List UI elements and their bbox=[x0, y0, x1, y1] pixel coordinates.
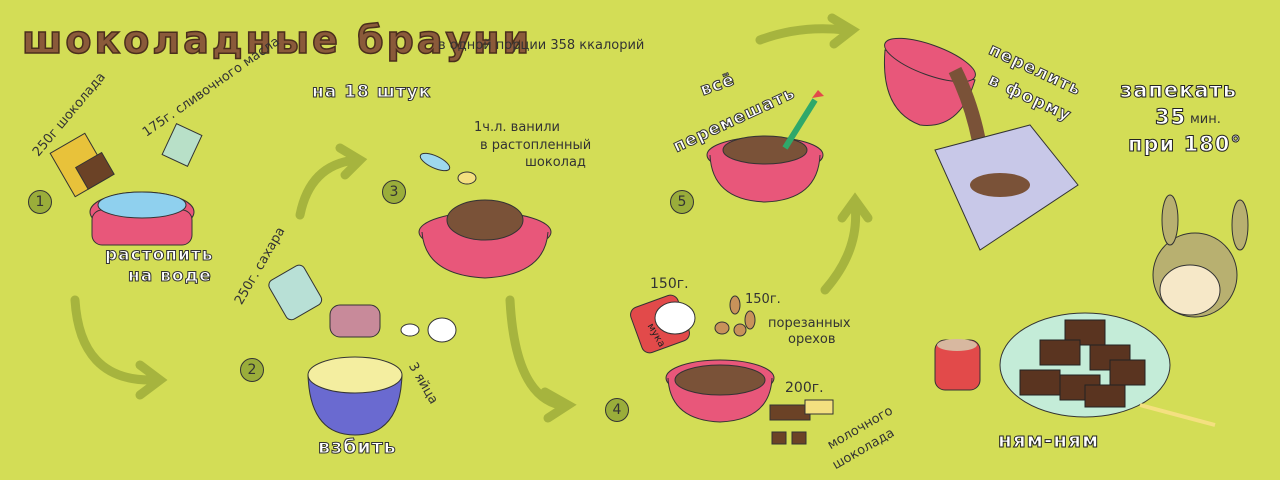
spoon-icon bbox=[419, 152, 477, 185]
arrow-1-2 bbox=[70, 295, 155, 385]
action-whisk: взбить bbox=[318, 436, 397, 459]
step-number-3: 3 bbox=[382, 180, 406, 204]
action-melt-water: на воде bbox=[128, 266, 212, 287]
butter-icon bbox=[161, 123, 203, 167]
milk-chocolate-amount: 200г. bbox=[785, 380, 824, 396]
arrow-3-4 bbox=[505, 295, 565, 410]
bake-unit: мин. bbox=[1190, 112, 1221, 127]
pouring-cup-icon bbox=[883, 37, 976, 126]
page-title: шоколадные брауни bbox=[21, 17, 533, 63]
mixer-icon bbox=[329, 304, 381, 338]
step-number-4: 4 bbox=[605, 398, 629, 422]
vanilla-line-1: 1ч.л. ванили bbox=[474, 120, 560, 135]
whisk-icon bbox=[782, 90, 824, 150]
nuts-icon bbox=[714, 295, 756, 337]
chocolate-bar-icon bbox=[49, 132, 115, 198]
sugar-bag-icon bbox=[268, 264, 323, 321]
finale-text: ням-ням bbox=[997, 428, 1100, 453]
hare-character-icon bbox=[1152, 194, 1249, 318]
bake-line-1: запекать bbox=[1120, 78, 1237, 103]
step-number-5: 5 bbox=[670, 190, 694, 214]
nuts-line-2: орехов bbox=[788, 332, 836, 347]
milk-chocolate-icon bbox=[769, 399, 834, 445]
flour-amount: 150г. bbox=[650, 276, 689, 292]
fork-icon bbox=[1139, 403, 1216, 427]
tea-mug-icon bbox=[934, 339, 981, 391]
step-number-1: 1 bbox=[28, 190, 52, 214]
bake-time: 35 bbox=[1154, 105, 1187, 130]
vanilla-line-2: в растопленный bbox=[480, 138, 592, 153]
calories-note: в одной порции 358 ккалорий bbox=[438, 38, 645, 53]
nuts-line-1: порезанных bbox=[768, 316, 851, 331]
arrow-5-pour bbox=[755, 24, 850, 45]
bake-temperature: при 180° bbox=[1128, 132, 1242, 157]
eggs-icon bbox=[400, 317, 457, 343]
pot-5-icon bbox=[706, 135, 824, 203]
arrow-4-5 bbox=[820, 200, 861, 295]
vanilla-line-3: шоколад bbox=[525, 155, 586, 170]
arrow-2-3 bbox=[295, 155, 360, 220]
arrows bbox=[70, 13, 873, 423]
yield-note: на 18 штук bbox=[311, 82, 432, 103]
pot-1-icon bbox=[89, 191, 195, 246]
pot-3-icon bbox=[418, 199, 552, 279]
action-melt: растопить bbox=[105, 245, 214, 266]
pot-4-icon bbox=[665, 359, 775, 423]
brownies-plate-icon bbox=[999, 312, 1171, 418]
baking-pan-icon bbox=[934, 124, 1079, 251]
step-number-2: 2 bbox=[240, 358, 264, 382]
flour-cup-icon bbox=[630, 294, 696, 354]
bowl-2-icon bbox=[307, 356, 403, 436]
nuts-amount: 150г. bbox=[745, 292, 781, 307]
